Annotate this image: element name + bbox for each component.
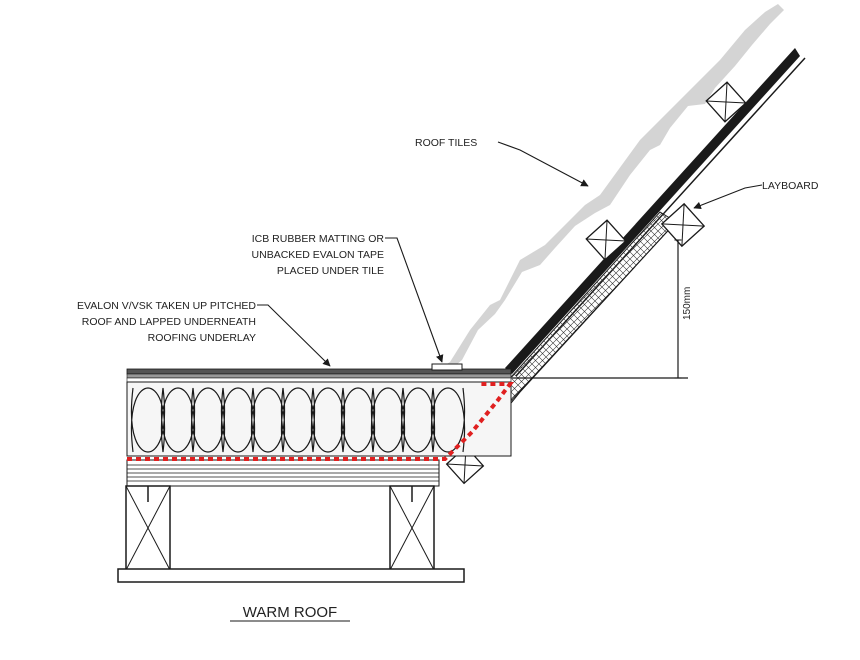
drawing-title: WARM ROOF [243, 604, 337, 621]
batten-lower [585, 219, 627, 261]
dimension-label: 150mm [682, 287, 693, 320]
layboard-block [660, 202, 706, 248]
deck-layers [126, 459, 440, 487]
dimension-150mm [512, 239, 688, 379]
pitched-underlay [505, 48, 806, 377]
leader-roof-tiles [497, 141, 589, 187]
leader-icb [385, 237, 444, 363]
label-layboard: LAYBOARD [762, 180, 819, 192]
vapour-control-layer [127, 382, 514, 461]
label-icb-line3: PLACED UNDER TILE [277, 265, 384, 277]
insulation [126, 381, 512, 457]
ceiling-board [117, 568, 465, 583]
joist-right [389, 485, 435, 571]
label-evalon-line3: ROOFING UNDERLAY [148, 332, 256, 344]
label-roof-tiles: ROOF TILES [415, 137, 477, 149]
flat-roof-membrane [126, 368, 512, 383]
joist-left [125, 485, 171, 571]
batten-upper [705, 81, 747, 123]
label-evalon-line1: EVALON V/VSK TAKEN UP PITCHED [77, 300, 256, 312]
icb-tape [431, 363, 463, 371]
roof-tiles [440, 4, 784, 372]
label-icb-line1: ICB RUBBER MATTING OR [252, 233, 385, 245]
leader-evalon [257, 304, 331, 367]
leader-layboard [693, 184, 763, 210]
label-icb-line2: UNBACKED EVALON TAPE [252, 249, 384, 261]
label-evalon-line2: ROOF AND LAPPED UNDERNEATH [82, 316, 256, 328]
